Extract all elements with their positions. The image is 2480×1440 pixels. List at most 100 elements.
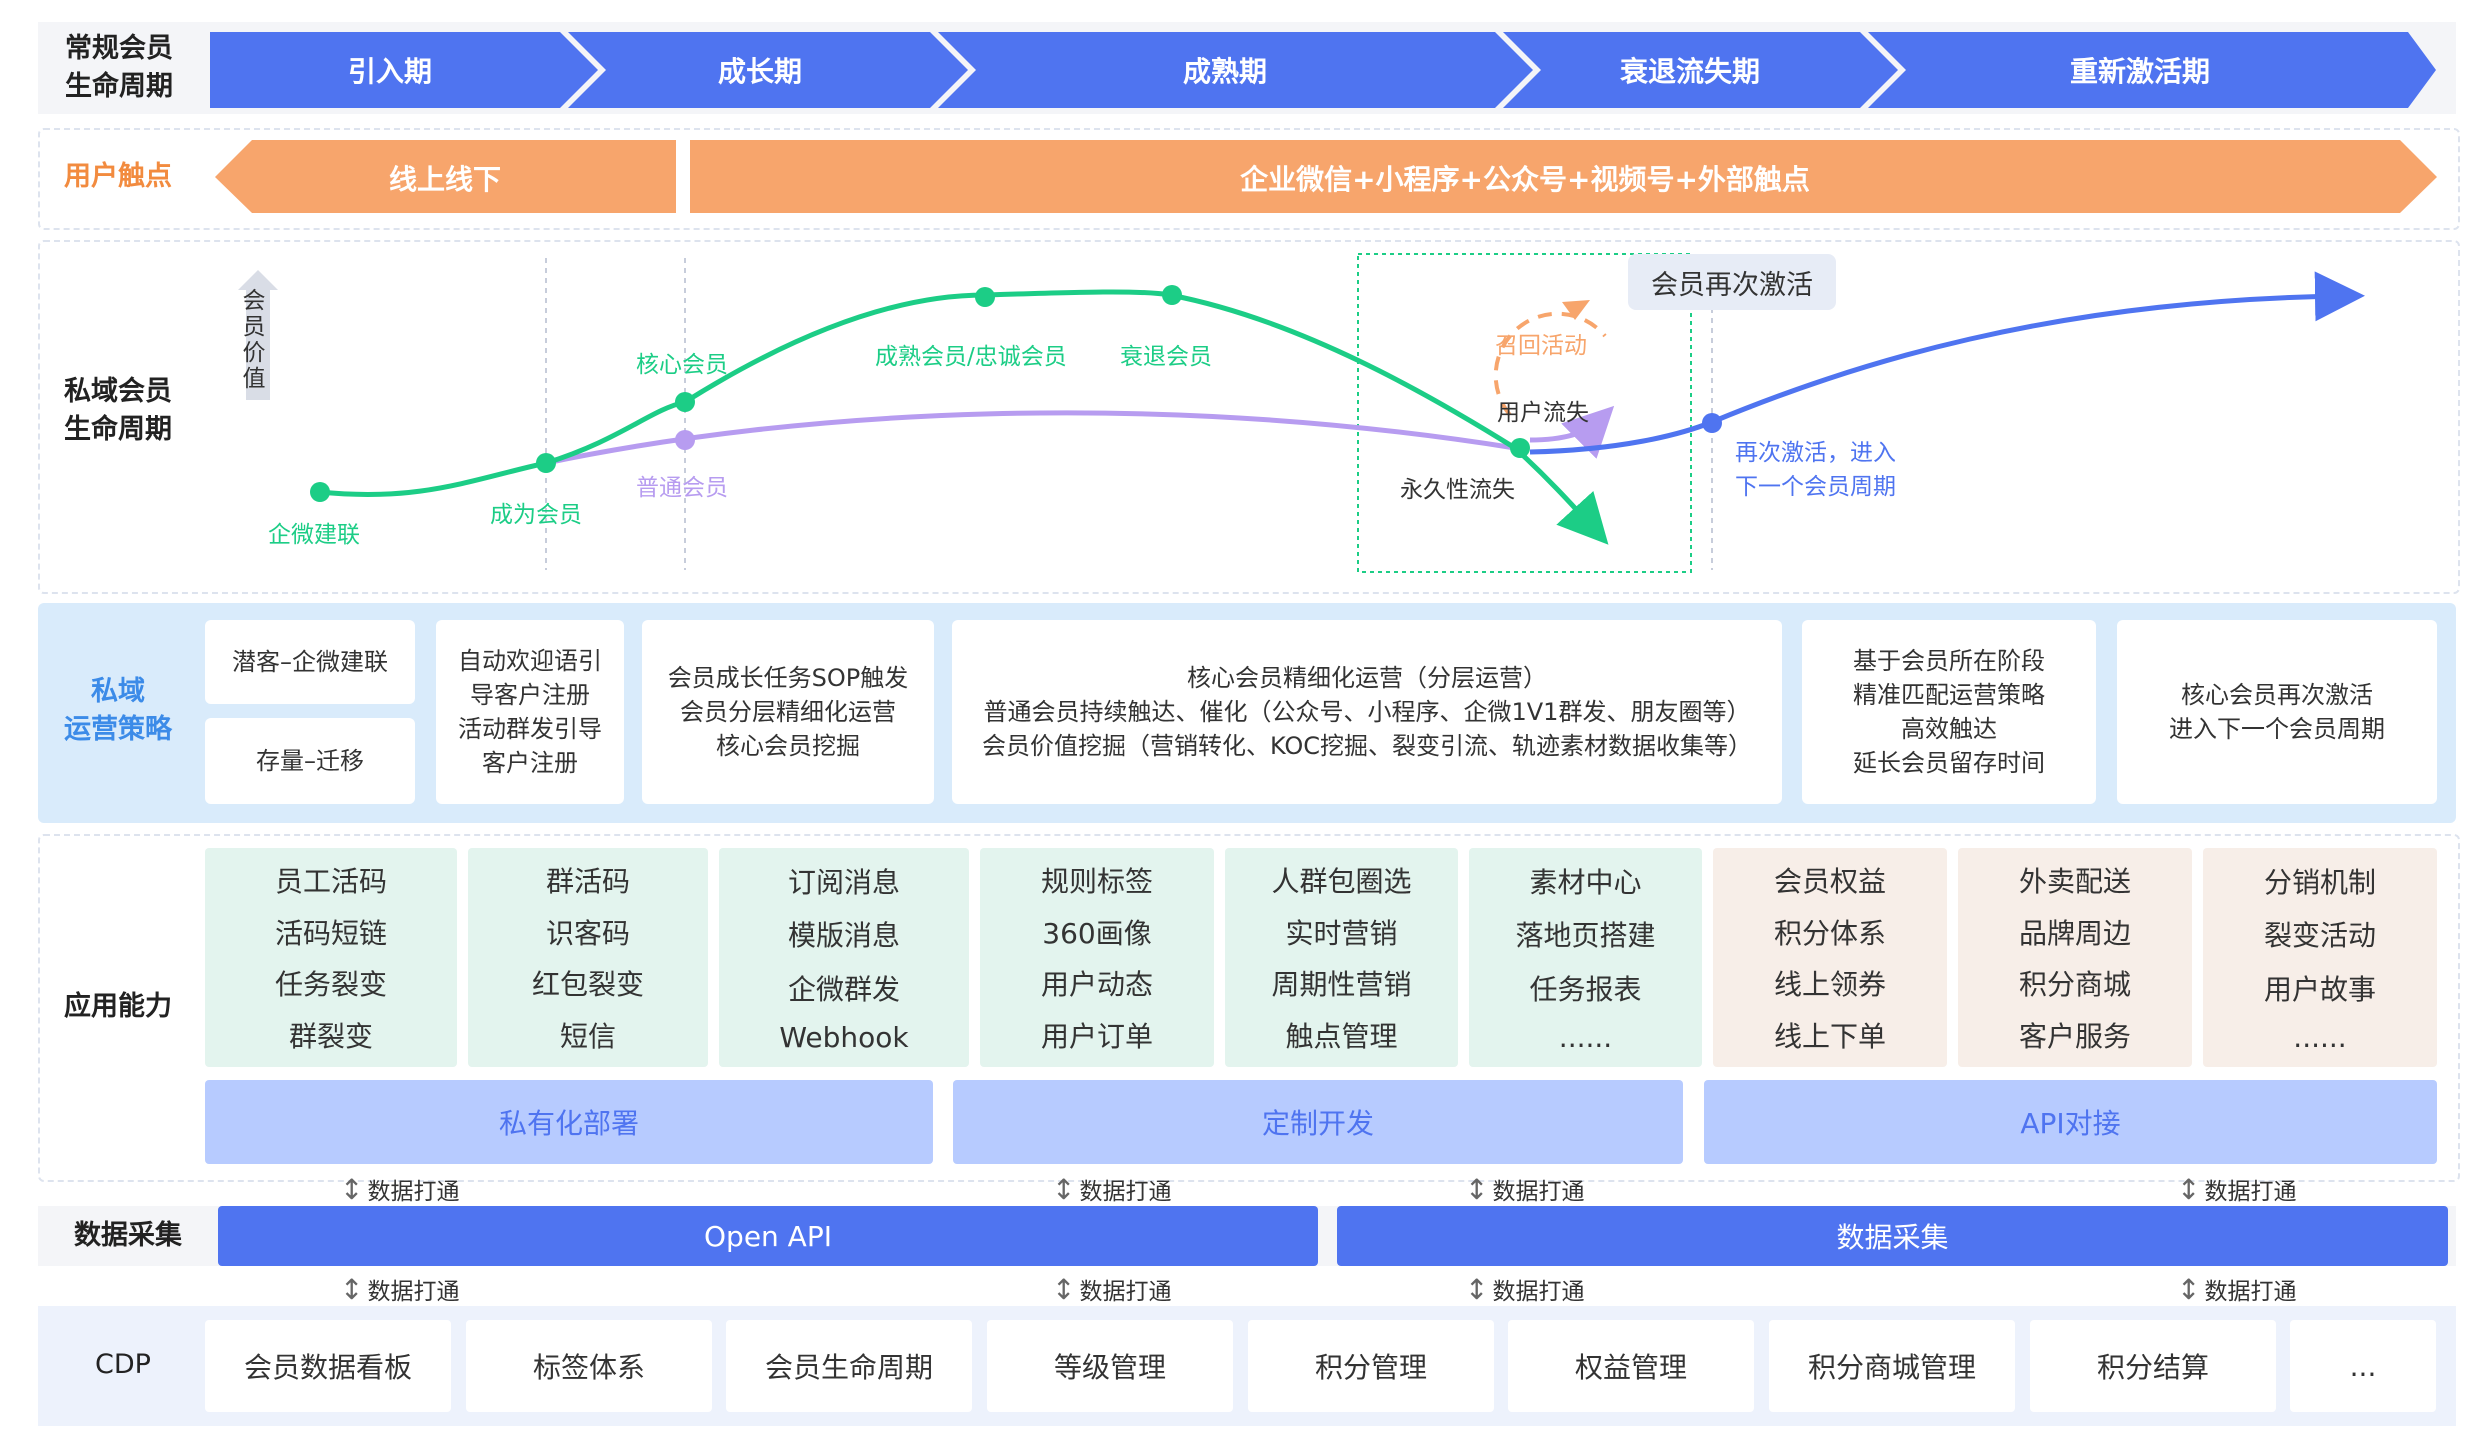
capability-item[interactable]: 活码短链 bbox=[274, 916, 387, 950]
capability-item[interactable]: 360画像 bbox=[1042, 916, 1152, 950]
dot-mature bbox=[975, 287, 995, 307]
capability-item[interactable]: 客户服务 bbox=[2018, 1020, 2131, 1054]
capability-item[interactable]: Webhook bbox=[779, 1021, 909, 1055]
collection-openapi[interactable]: Open API bbox=[218, 1206, 1318, 1266]
capability-item[interactable]: 落地页搭建 bbox=[1515, 919, 1656, 953]
stage-chevron-mature bbox=[938, 32, 1533, 108]
capability-item[interactable]: 素材中心 bbox=[1529, 865, 1642, 899]
capability-item[interactable]: 任务裂变 bbox=[274, 968, 387, 1002]
sync-arrow-icon: ↕ bbox=[2177, 1272, 2201, 1306]
capability-item[interactable]: 裂变活动 bbox=[2263, 919, 2376, 953]
cdp-item[interactable]: 积分商城管理 bbox=[1769, 1320, 2015, 1412]
sync-label: ↕数据打通 bbox=[1465, 1172, 1584, 1206]
strategy-stage-match: 基于会员所在阶段 精准匹配运营策略 高效触达 延长会员留存时间 bbox=[1802, 620, 2096, 804]
capability-item[interactable]: 模版消息 bbox=[787, 919, 900, 953]
label-churn: 用户流失 bbox=[1497, 400, 1589, 426]
cdp-item[interactable]: 会员数据看板 bbox=[205, 1320, 451, 1412]
sync-text: 数据打通 bbox=[2204, 1279, 2297, 1305]
capability-item[interactable]: ...... bbox=[2293, 1021, 2347, 1055]
sync-text: 数据打通 bbox=[1079, 1179, 1172, 1205]
cdp-item[interactable]: 等级管理 bbox=[987, 1320, 1233, 1412]
capability-item[interactable]: 用户订单 bbox=[1040, 1020, 1153, 1054]
capability-item[interactable]: ...... bbox=[1558, 1021, 1613, 1055]
label-wecom: 企微建联 bbox=[268, 522, 360, 548]
capability-col-6: 素材中心 落地页搭建 任务报表 ...... bbox=[1469, 848, 1702, 1067]
capability-item[interactable]: 群裂变 bbox=[288, 1020, 373, 1054]
sync-text: 数据打通 bbox=[367, 1179, 460, 1205]
stage-label-decline: 衰退流失期 bbox=[1619, 55, 1760, 88]
dot-churn bbox=[1510, 438, 1530, 458]
sync-arrow-icon: ↕ bbox=[2177, 1172, 2201, 1206]
touchpoint-arrows bbox=[215, 140, 2437, 213]
label-core: 核心会员 bbox=[636, 352, 728, 378]
capability-item[interactable]: 线上下单 bbox=[1773, 1020, 1886, 1054]
dot-reactivated bbox=[1702, 413, 1722, 433]
capability-item[interactable]: 积分体系 bbox=[1773, 916, 1886, 950]
sync-label: ↕数据打通 bbox=[2177, 1272, 2296, 1306]
churn-purple-arrow bbox=[1529, 405, 1615, 459]
capability-col-3: 订阅消息 模版消息 企微群发 Webhook bbox=[719, 848, 969, 1067]
capability-item[interactable]: 短信 bbox=[559, 1020, 616, 1054]
strategy-growth-sop: 会员成长任务SOP触发 会员分层精细化运营 核心会员挖掘 bbox=[642, 620, 934, 804]
strategy-row-label: 私域 运营策略 bbox=[64, 676, 172, 745]
capability-item[interactable]: 识客码 bbox=[545, 916, 630, 950]
strategy-migration: 存量–迁移 bbox=[205, 718, 415, 804]
cdp-item[interactable]: 标签体系 bbox=[466, 1320, 712, 1412]
cdp-item[interactable]: 积分结算 bbox=[2030, 1320, 2276, 1412]
capability-item[interactable]: 积分商城 bbox=[2018, 968, 2131, 1002]
lifecycle-stage-arrows bbox=[210, 32, 2436, 108]
capability-item[interactable]: 规则标签 bbox=[1040, 864, 1153, 898]
sync-label: ↕数据打通 bbox=[340, 1172, 459, 1206]
capability-item[interactable]: 企微群发 bbox=[787, 972, 900, 1006]
sync-text: 数据打通 bbox=[1079, 1279, 1172, 1305]
capability-col-1: 员工活码 活码短链 任务裂变 群裂变 bbox=[205, 848, 457, 1067]
strategy-prospect: 潜客–企微建联 bbox=[205, 620, 415, 704]
capability-col-8: 外卖配送 品牌周边 积分商城 客户服务 bbox=[1958, 848, 2192, 1067]
sync-arrow-icon: ↕ bbox=[1465, 1272, 1489, 1306]
capability-item[interactable]: 订阅消息 bbox=[787, 865, 900, 899]
cdp-item[interactable]: ... bbox=[2290, 1320, 2436, 1412]
label-permanent: 永久性流失 bbox=[1400, 477, 1515, 503]
capability-col-4: 规则标签 360画像 用户动态 用户订单 bbox=[980, 848, 1214, 1067]
sync-text: 数据打通 bbox=[2204, 1179, 2297, 1205]
capability-item[interactable]: 任务报表 bbox=[1529, 972, 1642, 1006]
sync-arrow-icon: ↕ bbox=[340, 1272, 364, 1306]
capability-item[interactable]: 用户动态 bbox=[1040, 968, 1153, 1002]
sync-label: ↕数据打通 bbox=[1052, 1272, 1171, 1306]
sync-arrow-icon: ↕ bbox=[1052, 1172, 1076, 1206]
capability-item[interactable]: 线上领券 bbox=[1773, 968, 1886, 1002]
capability-item[interactable]: 品牌周边 bbox=[2018, 916, 2131, 950]
capability-item[interactable]: 周期性营销 bbox=[1271, 968, 1412, 1002]
stage-label-intro: 引入期 bbox=[347, 55, 432, 88]
value-axis-arrow bbox=[238, 270, 278, 400]
deploy-private[interactable]: 私有化部署 bbox=[205, 1080, 933, 1164]
capability-item[interactable]: 员工活码 bbox=[274, 864, 387, 898]
touchpoint-row-label: 用户触点 bbox=[64, 161, 172, 192]
value-axis-label: 会员价值 bbox=[242, 288, 266, 392]
capability-item[interactable]: 用户故事 bbox=[2263, 972, 2376, 1006]
deploy-custom[interactable]: 定制开发 bbox=[953, 1080, 1683, 1164]
stage-chevron-decline bbox=[1503, 32, 1898, 108]
private-lifecycle-panel bbox=[38, 240, 2460, 594]
touchpoint-online-label: 企业微信+小程序+公众号+视频号+外部触点 bbox=[1240, 163, 1810, 196]
capability-item[interactable]: 人群包圈选 bbox=[1271, 864, 1412, 898]
strategy-welcome: 自动欢迎语引 导客户注册 活动群发引导 客户注册 bbox=[436, 620, 624, 804]
cdp-item[interactable]: 积分管理 bbox=[1248, 1320, 1494, 1412]
capability-item[interactable]: 群活码 bbox=[545, 864, 630, 898]
capability-item[interactable]: 红包裂变 bbox=[531, 968, 644, 1002]
capability-item[interactable]: 分销机制 bbox=[2263, 865, 2376, 899]
capability-item[interactable]: 实时营销 bbox=[1285, 916, 1398, 950]
capability-item[interactable]: 会员权益 bbox=[1773, 864, 1886, 898]
capability-item[interactable]: 外卖配送 bbox=[2018, 864, 2131, 898]
normal-member-curve bbox=[545, 410, 1516, 466]
lifecycle-curve-diagram bbox=[238, 253, 2365, 573]
capability-item[interactable]: 触点管理 bbox=[1285, 1020, 1398, 1054]
deploy-api[interactable]: API对接 bbox=[1704, 1080, 2437, 1164]
dot-normal bbox=[675, 430, 695, 450]
cdp-item[interactable]: 权益管理 bbox=[1508, 1320, 1754, 1412]
dot-core bbox=[675, 392, 695, 412]
cdp-item[interactable]: 会员生命周期 bbox=[726, 1320, 972, 1412]
collection-data[interactable]: 数据采集 bbox=[1337, 1206, 2448, 1266]
sync-arrow-icon: ↕ bbox=[1465, 1172, 1489, 1206]
label-recall: 召回活动 bbox=[1495, 333, 1587, 359]
